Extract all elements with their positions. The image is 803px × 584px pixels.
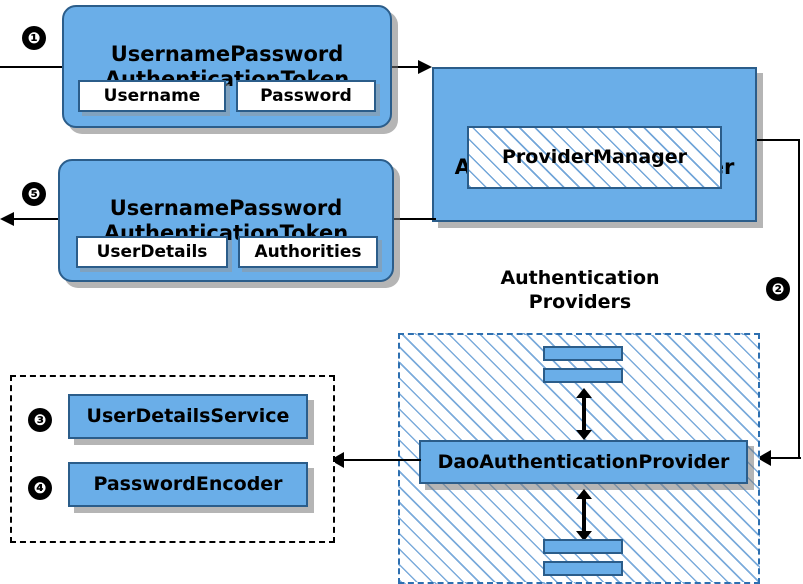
step-marker-4: ❹ [28, 476, 52, 500]
response-token-field-authorities: Authorities [238, 236, 378, 268]
request-token-field-password: Password [236, 80, 376, 112]
authentication-providers-label: Authentication Providers [470, 266, 690, 314]
request-token-field-username-label: Username [103, 86, 201, 106]
provider-manager-label: ProviderManager [501, 146, 688, 168]
dao-authentication-provider-label: DaoAuthenticationProvider [437, 450, 730, 473]
authentication-providers-label-line2: Providers [528, 291, 632, 313]
provider-placeholder-bottom-2 [543, 561, 623, 576]
request-token-title-line1: UsernamePassword [110, 41, 344, 66]
provider-link-arrow-top [576, 388, 592, 440]
provider-placeholder-bottom-1 [543, 539, 623, 554]
manager-to-response-arrow [392, 218, 436, 220]
provider-to-services-arrow [330, 452, 421, 468]
provider-placeholder-top-1 [543, 346, 623, 361]
response-token-field-userdetails-label: UserDetails [96, 242, 208, 262]
provider-link-arrow-bottom [576, 489, 592, 541]
provider-placeholder-top-2 [543, 368, 623, 383]
step-marker-1: ❶ [22, 26, 46, 50]
step-marker-5: ❺ [22, 182, 46, 206]
response-token-title-line1: UsernamePassword [109, 195, 343, 220]
user-details-service-box: UserDetailsService [68, 394, 308, 439]
step-marker-3: ❸ [28, 408, 52, 432]
manager-to-provider-connector [757, 139, 800, 458]
password-encoder-label: PasswordEncoder [93, 473, 283, 495]
request-token-field-username: Username [78, 80, 226, 112]
user-details-service-label: UserDetailsService [86, 405, 290, 427]
dao-authentication-provider-box: DaoAuthenticationProvider [419, 440, 748, 484]
provider-inbound-arrow [757, 450, 801, 466]
provider-manager-box: ProviderManager [467, 126, 722, 189]
response-token-field-userdetails: UserDetails [76, 236, 228, 268]
password-encoder-box: PasswordEncoder [68, 462, 308, 507]
step-marker-2: ❷ [766, 277, 790, 301]
authentication-providers-label-line1: Authentication [500, 267, 660, 289]
response-token-field-authorities-label: Authorities [254, 242, 362, 262]
request-token-field-password-label: Password [260, 86, 352, 106]
outgoing-response-arrow [0, 212, 62, 226]
